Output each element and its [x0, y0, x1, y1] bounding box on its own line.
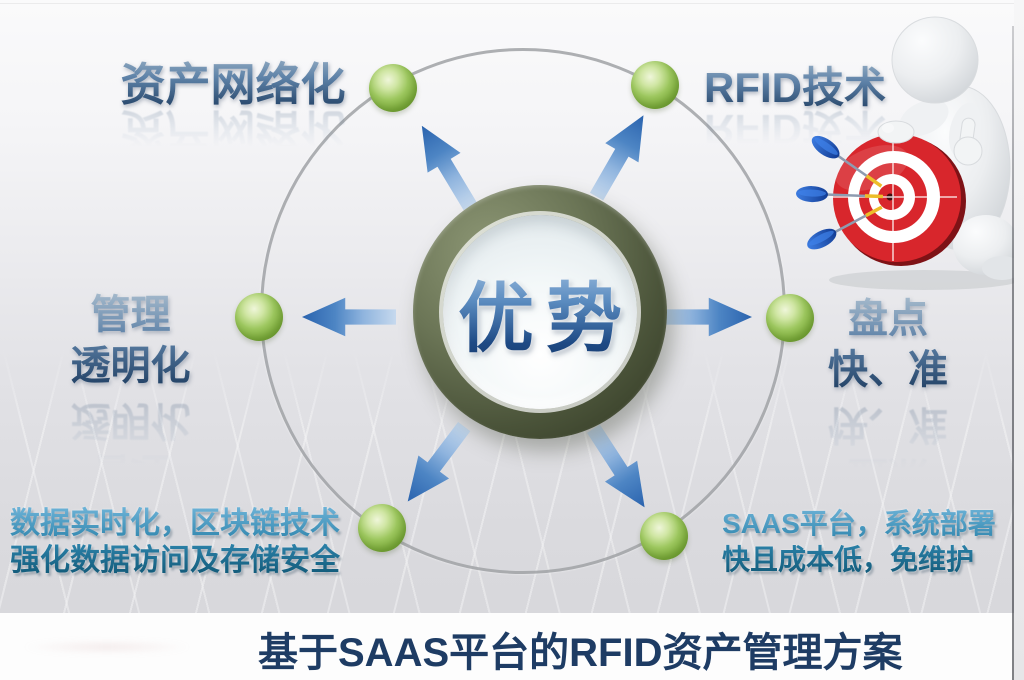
top-border-line: [0, 3, 1024, 4]
right-edge-margin: [1014, 0, 1024, 680]
node-dot-inventory: [766, 294, 814, 342]
label-realtime-line1: 数据实时化，区块链技术: [10, 507, 340, 540]
label-asset-networking: 资产网络化: [118, 48, 348, 113]
central-hub-face: 优势: [443, 215, 637, 409]
mascot-shadow: [829, 270, 1019, 290]
label-management-reflection: 管理 透明化: [48, 394, 213, 496]
mascot-hands: [877, 117, 983, 166]
label-management-transparency: 管理 透明化: [48, 290, 213, 392]
arrow-left-icon: [302, 293, 396, 341]
label-realtime-line2: 强化数据访问及存储安全: [10, 543, 340, 577]
dart-icon-1: [811, 135, 883, 188]
label-inventory-fast-accurate: 盘点 快、准: [808, 294, 968, 396]
node-dot-asset-networking: [369, 64, 417, 112]
label-rfid-technology: RFID技术: [695, 54, 895, 115]
dart-icon-2: [796, 186, 884, 203]
footer-band: [0, 613, 1024, 680]
node-dot-saas-platform: [640, 512, 688, 560]
label-saas-deployment: SAAS平台，系统部署 快且成本低，免维护: [722, 506, 996, 579]
label-saas-line1: SAAS平台，系统部署: [722, 508, 996, 539]
footer-title: 基于SAAS平台的RFID资产管理方案: [258, 631, 903, 675]
hub-label: 优势: [446, 257, 634, 367]
central-hub-ring: 优势: [413, 185, 667, 439]
label-inventory-reflection: 盘点 快、准: [808, 398, 968, 500]
node-dot-realtime-data: [358, 504, 406, 552]
label-realtime-blockchain: 数据实时化，区块链技术 强化数据访问及存储安全: [10, 506, 340, 579]
dartboard-icon: [829, 133, 966, 266]
mascot-target-illustration: [796, 16, 1022, 290]
label-management-line2: 透明化: [70, 344, 191, 389]
footer-smudge: [22, 640, 192, 654]
mascot-head: [891, 16, 979, 104]
label-inventory-line1: 盘点: [848, 297, 928, 341]
label-management-line1: 管理: [90, 293, 171, 337]
node-dot-rfid-technology: [631, 61, 679, 109]
node-dot-management-transparency: [235, 293, 283, 341]
arrow-right-icon: [658, 293, 752, 341]
dart-icon-3: [807, 205, 883, 250]
right-edge-line: [1012, 26, 1014, 680]
label-asset-networking-reflection: 资产网络化: [118, 102, 348, 167]
label-saas-line2: 快且成本低，免维护: [722, 544, 975, 576]
label-inventory-line2: 快、准: [828, 348, 948, 393]
